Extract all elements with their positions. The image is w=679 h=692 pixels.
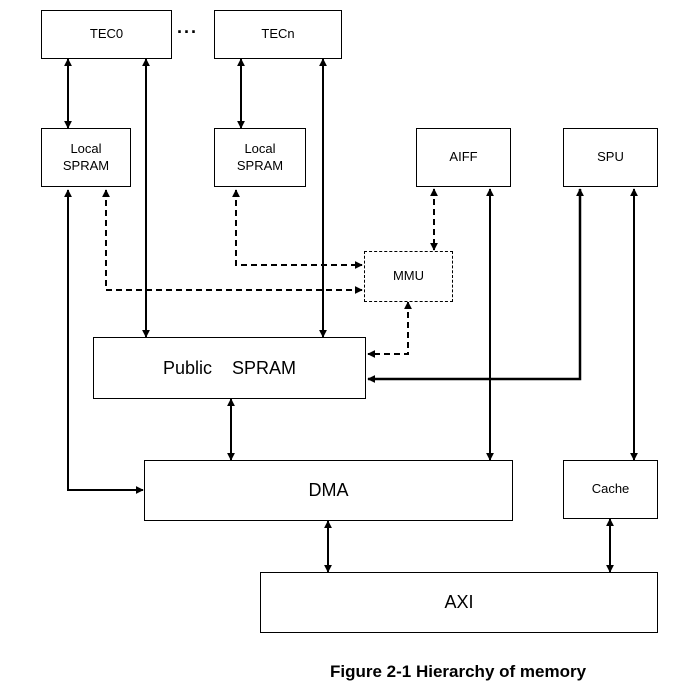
cache-box: Cache (563, 460, 658, 519)
local-spram-dma-arrow (64, 189, 144, 494)
public-spram-box: Public SPRAM (93, 337, 366, 399)
mmu-public-spram-dashed-arrow (367, 301, 412, 358)
aiff-box: AIFF (416, 128, 511, 187)
dma-box: DMA (144, 460, 513, 521)
spu-box: SPU (563, 128, 658, 187)
tecn-box: TECn (214, 10, 342, 59)
figure-caption: Figure 2-1 Hierarchy of memory (330, 662, 587, 681)
mmu-box: MMU (364, 251, 453, 302)
local-spram-n-box: Local SPRAM (214, 128, 306, 187)
ellipsis: ... (177, 17, 199, 37)
tec0-box: TEC0 (41, 10, 172, 59)
local-spram0-mmu-dashed-arrow (102, 189, 363, 294)
local-spram-0-box: Local SPRAM (41, 128, 131, 187)
local-spramn-mmu-dashed-arrow (232, 189, 363, 269)
axi-box: AXI (260, 572, 658, 633)
spu-public-spram-arrow (367, 188, 584, 383)
